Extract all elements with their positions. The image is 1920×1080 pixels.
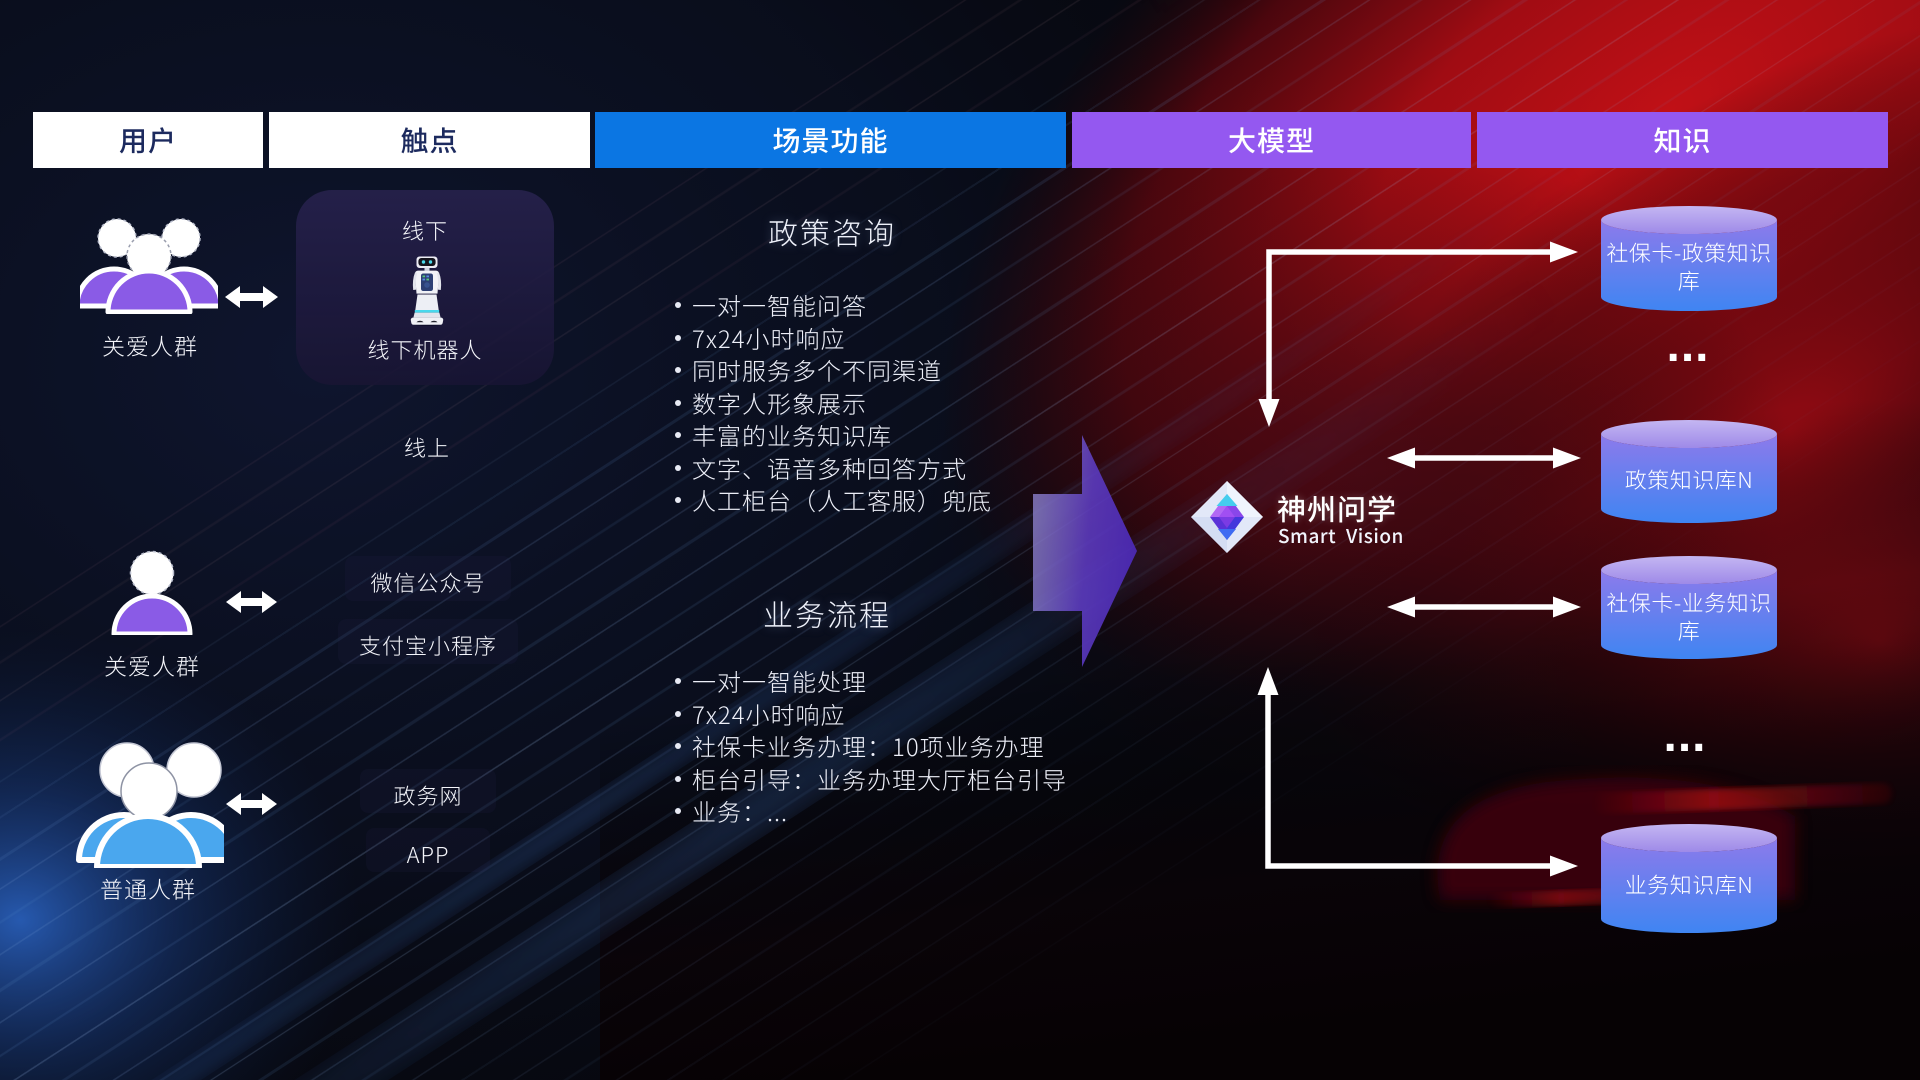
channel-box-govweb — [360, 769, 496, 813]
db-cylinder-2 — [1601, 420, 1777, 523]
model-db2-arrow — [1387, 447, 1581, 469]
tab-knowledge-label: 知识 — [1653, 120, 1712, 160]
knowledge-more-lower: ... — [1663, 709, 1707, 762]
service-robot-icon — [410, 256, 444, 326]
business-bullet: 社保卡业务办理：10项业务办理 — [668, 729, 1067, 763]
channel-wechat: 微信公众号 — [370, 566, 486, 598]
policy-bullet: 同时服务多个不同渠道 — [668, 353, 992, 387]
policy-bullet: 丰富的业务知识库 — [668, 418, 992, 452]
logo-name: 神州问学 — [1277, 487, 1398, 529]
logo-subtitle: Smart Vision — [1278, 522, 1404, 549]
user-single-label: 关爱人群 — [104, 648, 200, 682]
offline-robot-caption: 线下机器人 — [367, 333, 483, 365]
business-bullet: 7x24小时响应 — [668, 697, 1067, 731]
gem-diamond-icon — [1191, 481, 1263, 553]
user1-touch-arrow — [225, 286, 278, 308]
db-cylinder-1 — [1601, 206, 1777, 311]
tab-touchpoints[interactable]: 触点 — [269, 112, 590, 168]
tab-scene-functions-label: 场景功能 — [772, 120, 889, 160]
db-cylinder-4 — [1601, 824, 1777, 933]
user-group-1-label: 关爱人群 — [102, 328, 198, 362]
policy-section-title: 政策咨询 — [768, 209, 896, 253]
person-purple-icon — [111, 550, 193, 635]
business-bullet-list: 一对一智能处理 7x24小时响应 社保卡业务办理：10项业务办理 柜台引导：业务… — [668, 664, 1067, 828]
online-label: 线上 — [403, 431, 451, 463]
user-group-2-label: 普通人群 — [100, 871, 196, 905]
policy-bullet: 7x24小时响应 — [668, 321, 992, 355]
tab-users-label: 用户 — [118, 120, 177, 160]
offline-title: 线下 — [401, 214, 449, 246]
business-bullet: 柜台引导：业务办理大厅柜台引导 — [668, 762, 1067, 796]
policy-bullet: 文字、语音多种回答方式 — [668, 451, 992, 485]
user3-touch-arrow — [226, 793, 277, 815]
db-policy-n-label: 政策知识库N — [1624, 463, 1754, 495]
business-bullet: 一对一智能处理 — [668, 664, 1067, 698]
tab-knowledge[interactable]: 知识 — [1477, 112, 1888, 168]
policy-bullet: 一对一智能问答 — [668, 288, 992, 322]
db-cylinder-3 — [1601, 556, 1777, 659]
people-group-purple-icon — [80, 218, 218, 314]
channel-box-wechat — [345, 556, 511, 601]
model-db3-arrow — [1387, 596, 1581, 618]
tab-scene-functions[interactable]: 场景功能 — [595, 112, 1066, 168]
people-group-blue-icon — [76, 742, 224, 868]
channel-govweb: 政务网 — [393, 779, 463, 811]
policy-bullet: 人工柜台（人工客服）兜底 — [668, 483, 992, 517]
tab-large-model-label: 大模型 — [1227, 120, 1315, 160]
tab-large-model[interactable]: 大模型 — [1072, 112, 1471, 168]
channel-box-app — [366, 828, 490, 872]
channel-app: APP — [406, 838, 450, 870]
user2-touch-arrow — [226, 591, 277, 613]
policy-bullet: 数字人形象展示 — [668, 386, 992, 420]
knowledge-more-upper: ... — [1666, 319, 1710, 372]
channel-alipay: 支付宝小程序 — [358, 629, 498, 661]
business-bullet: 业务：... — [668, 794, 1067, 828]
channel-box-alipay — [338, 619, 518, 664]
policy-bullet-list: 一对一智能问答 7x24小时响应 同时服务多个不同渠道 数字人形象展示 丰富的业… — [668, 288, 992, 517]
flow-arrow — [1033, 435, 1137, 667]
db-socialcard-business-label: 社保卡-业务知识库 — [1606, 586, 1772, 646]
tab-users[interactable]: 用户 — [33, 112, 263, 168]
db-business-n-label: 业务知识库N — [1624, 868, 1754, 900]
db-socialcard-policy-label: 社保卡-政策知识库 — [1606, 236, 1772, 296]
business-section-title: 业务流程 — [763, 591, 891, 635]
tab-touchpoints-label: 触点 — [400, 120, 459, 160]
model-db1-elbow-arrow — [1258, 241, 1578, 427]
model-db4-elbow-arrow — [1257, 667, 1578, 877]
